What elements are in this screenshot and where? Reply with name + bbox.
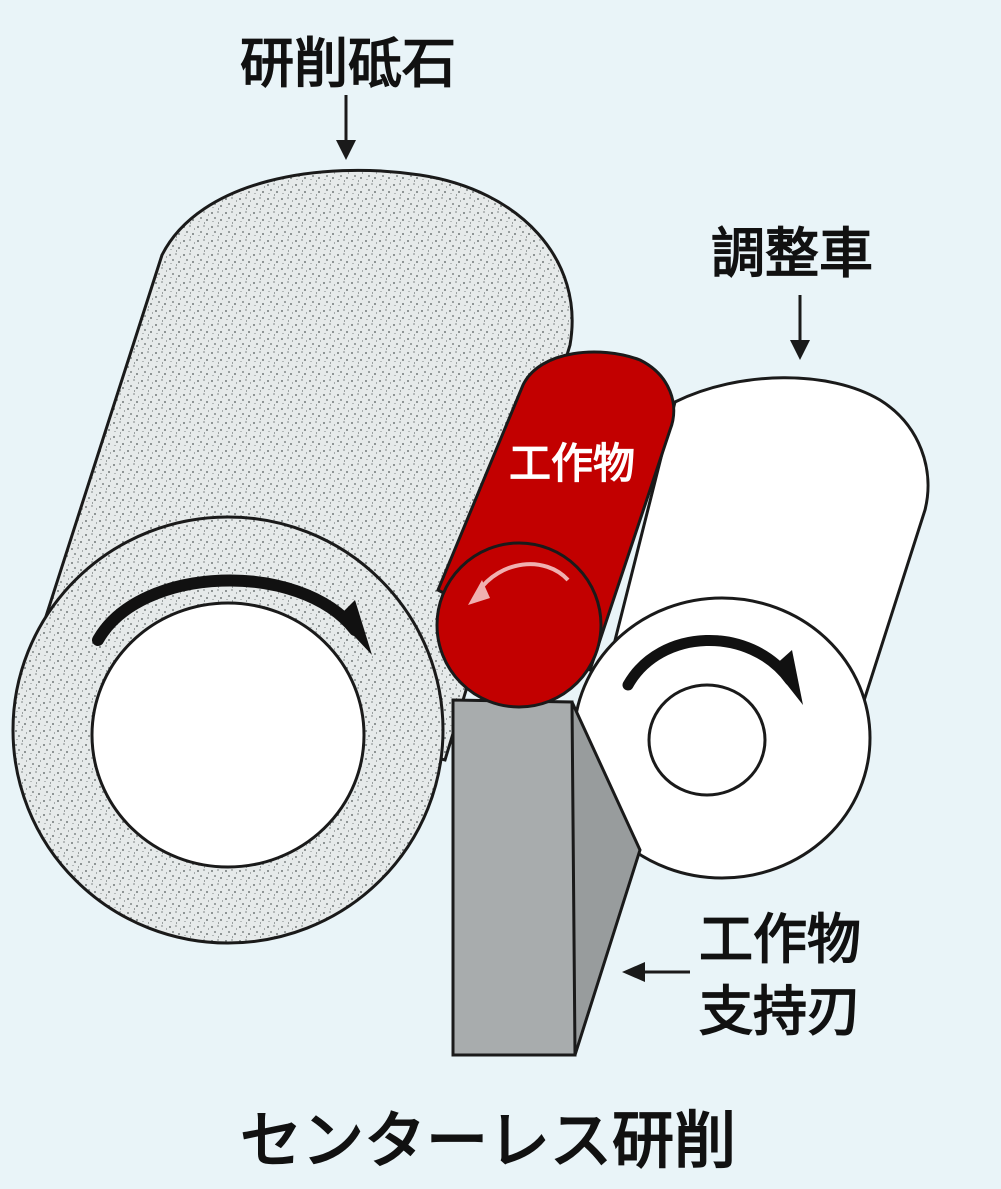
pointer-arrows	[336, 95, 810, 982]
support-blade-label-line1: 工作物	[699, 908, 861, 971]
grinding-wheel-label: 研削砥石	[240, 32, 456, 95]
grinding-wheel-pointer-head	[336, 140, 356, 160]
caption: センターレス研削	[240, 1104, 736, 1177]
grinding-wheel-rotation-arrow	[92, 574, 361, 646]
regulating-wheel-label: 調整車	[711, 222, 873, 285]
grinding-wheel	[11, 168, 574, 945]
support-blade	[451, 698, 642, 1057]
regulating-wheel	[572, 376, 930, 880]
support-blade-label-line2: 支持刃	[699, 980, 861, 1043]
workpiece-rotation-arrow	[476, 562, 570, 594]
workpiece-end	[435, 541, 603, 709]
regulating-wheel-rotation-arrow	[622, 634, 796, 691]
grinding-wheel-rotation-arrowhead	[337, 600, 372, 655]
support-blade-front	[451, 698, 577, 1057]
regulating-wheel-pointer-head	[790, 340, 810, 360]
regulating-wheel-bore	[647, 683, 767, 797]
workpiece-rotation-arrowhead	[468, 580, 490, 605]
support-blade-pointer-head	[622, 962, 645, 982]
workpiece	[435, 350, 676, 709]
grinding-wheel-bore	[90, 601, 366, 869]
workpiece-label: 工作物	[509, 439, 635, 488]
regulating-wheel-rotation-arrowhead	[773, 650, 803, 705]
